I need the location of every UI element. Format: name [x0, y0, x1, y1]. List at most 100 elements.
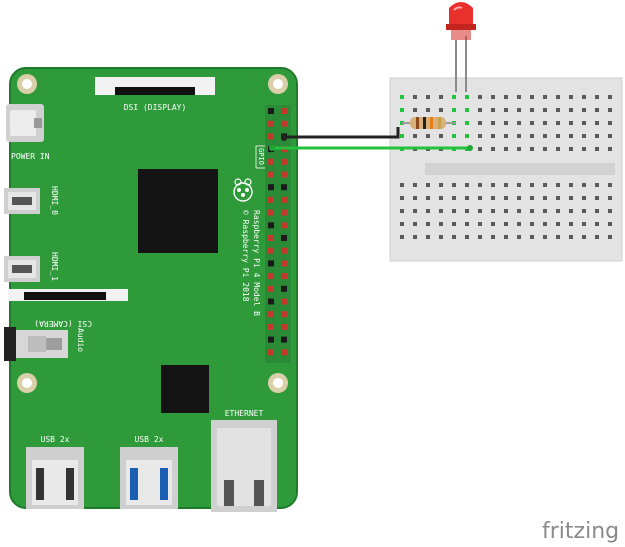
- breadboard-hole: [426, 196, 430, 200]
- breadboard-hole: [504, 147, 508, 151]
- jumper-wire-black: [281, 127, 400, 141]
- mounting-hole: [17, 74, 37, 94]
- breadboard-hole: [465, 196, 469, 200]
- gpio-pin: [281, 171, 287, 178]
- mounting-hole: [17, 373, 37, 393]
- usb-label-a: USB 2x: [41, 435, 70, 444]
- breadboard-hole: [400, 222, 404, 226]
- breadboard-hole: [595, 147, 599, 151]
- breadboard-hole: [595, 108, 599, 112]
- breadboard-hole: [504, 196, 508, 200]
- breadboard-hole: [439, 134, 443, 138]
- breadboard-hole: [491, 121, 495, 125]
- dsi-connector: [95, 77, 215, 95]
- breadboard-hole: [504, 95, 508, 99]
- breadboard-hole: [426, 209, 430, 213]
- breadboard-hole: [400, 235, 404, 239]
- gpio-pin: [281, 349, 287, 356]
- breadboard-hole: [478, 134, 482, 138]
- dsi-label: DSI (DISPLAY): [124, 103, 187, 112]
- ethernet-label: ETHERNET: [225, 409, 264, 418]
- gpio-pin: [268, 196, 274, 203]
- breadboard-hole: [543, 134, 547, 138]
- breadboard-hole: [543, 121, 547, 125]
- gpio-pin: [281, 158, 287, 165]
- breadboard-hole: [530, 134, 534, 138]
- power-label: POWER IN: [11, 152, 50, 161]
- breadboard-hole: [413, 183, 417, 187]
- breadboard-hole: [491, 108, 495, 112]
- breadboard-hole: [465, 108, 469, 112]
- breadboard-hole: [426, 183, 430, 187]
- breadboard-hole: [569, 147, 573, 151]
- breadboard-hole: [582, 147, 586, 151]
- gpio-pin: [268, 120, 274, 127]
- breadboard-hole: [595, 95, 599, 99]
- breadboard-hole: [517, 183, 521, 187]
- breadboard-hole: [413, 235, 417, 239]
- breadboard-hole: [608, 134, 612, 138]
- hdmi1-port: [4, 256, 40, 282]
- breadboard-hole: [569, 209, 573, 213]
- breadboard-hole: [478, 121, 482, 125]
- breadboard-hole: [569, 235, 573, 239]
- breadboard-hole: [439, 183, 443, 187]
- hdmi0-label: HDMI_0: [50, 186, 59, 215]
- resistor: [402, 117, 456, 129]
- power-usb-c-port: [6, 104, 44, 142]
- gpio-pin: [281, 285, 287, 292]
- breadboard-hole: [569, 183, 573, 187]
- breadboard-hole: [582, 196, 586, 200]
- breadboard-hole: [452, 95, 456, 99]
- breadboard-hole: [608, 209, 612, 213]
- breadboard-hole: [439, 222, 443, 226]
- breadboard-hole: [595, 183, 599, 187]
- breadboard-hole: [426, 134, 430, 138]
- breadboard-hole: [608, 196, 612, 200]
- mounting-hole: [268, 74, 288, 94]
- breadboard-hole: [569, 121, 573, 125]
- breadboard-hole: [504, 235, 508, 239]
- breadboard-hole: [413, 209, 417, 213]
- breadboard-hole: [478, 196, 482, 200]
- breadboard-hole: [504, 108, 508, 112]
- gpio-pin: [281, 196, 287, 203]
- breadboard-hole: [517, 209, 521, 213]
- breadboard-hole: [530, 147, 534, 151]
- breadboard-hole: [478, 235, 482, 239]
- breadboard-hole: [465, 95, 469, 99]
- breadboard-hole: [491, 183, 495, 187]
- breadboard-hole: [504, 209, 508, 213]
- breadboard-hole: [400, 95, 404, 99]
- breadboard-hole: [582, 183, 586, 187]
- breadboard-center-channel: [425, 163, 615, 175]
- breadboard-hole: [400, 134, 404, 138]
- breadboard-hole: [517, 95, 521, 99]
- breadboard-hole: [556, 196, 560, 200]
- breadboard-hole: [478, 95, 482, 99]
- breadboard-hole: [478, 108, 482, 112]
- breadboard-hole: [569, 95, 573, 99]
- jumper-wire-green: [269, 145, 473, 151]
- breadboard-hole: [452, 209, 456, 213]
- gpio-pin: [281, 120, 287, 127]
- breadboard-hole: [426, 95, 430, 99]
- breadboard-hole: [556, 121, 560, 125]
- breadboard-hole: [452, 235, 456, 239]
- breadboard-hole: [517, 134, 521, 138]
- breadboard-hole: [478, 183, 482, 187]
- breadboard-hole: [517, 108, 521, 112]
- breadboard-hole: [465, 222, 469, 226]
- gpio-pin: [268, 311, 274, 318]
- gpio-header: [265, 105, 291, 363]
- breadboard-hole: [517, 235, 521, 239]
- gpio-pin: [281, 108, 287, 114]
- breadboard-hole: [530, 108, 534, 112]
- breadboard-hole: [582, 108, 586, 112]
- breadboard-hole: [439, 95, 443, 99]
- breadboard-hole: [608, 222, 612, 226]
- breadboard-hole: [491, 95, 495, 99]
- gpio-pin: [268, 323, 274, 330]
- gpio-label: GPIO: [257, 148, 265, 165]
- breadboard-hole: [478, 147, 482, 151]
